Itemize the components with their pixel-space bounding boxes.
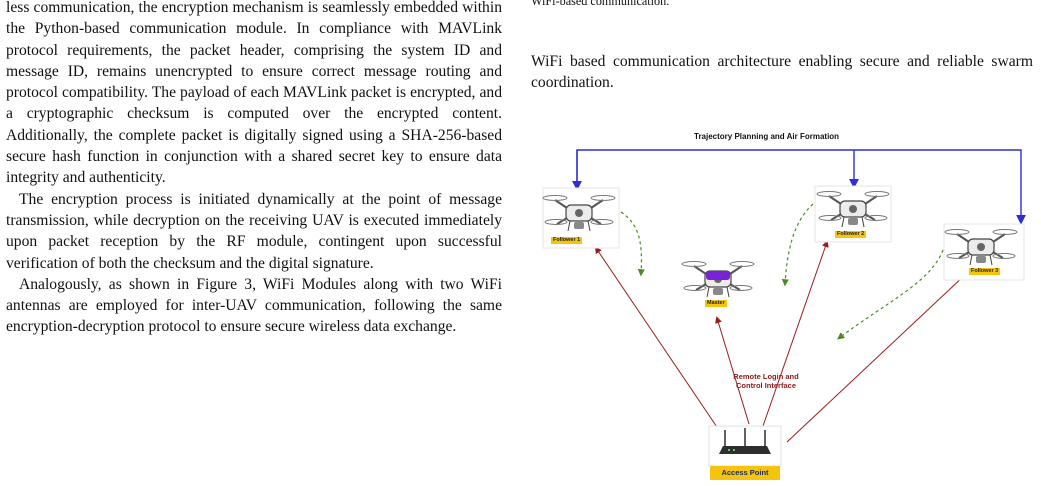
paragraph-2: The encryption process is initiated dyna… (6, 190, 502, 272)
drone-label-master: Master (705, 300, 727, 307)
control-lines (594, 240, 968, 443)
body-text-column: less communication, the encryption mecha… (6, 0, 502, 338)
drone-label-follower-2: Follower 2 (835, 231, 867, 238)
access-point-device (708, 425, 782, 467)
formation-lines (572, 149, 1026, 225)
figure-caption: WiFi based communication architecture en… (531, 53, 1033, 92)
remote-login-label: Remote Login and Control Interface (733, 372, 799, 390)
paragraph-1: less communication, the encryption mecha… (6, 0, 502, 187)
drone-label-follower-1: Follower 1 (551, 237, 583, 244)
access-point-label: Access Point (710, 466, 780, 480)
dashed-links (620, 203, 944, 340)
communication-architecture-figure: Trajectory Planning and Air Formation Fo… (531, 124, 1041, 486)
drone-master (681, 260, 755, 298)
caption-fragment: WiFi-based communication. (531, 0, 670, 8)
architecture-diagram (542, 149, 1026, 467)
diagram-title: Trajectory Planning and Air Formation (694, 132, 840, 141)
paragraph-3: Analogously, as shown in Figure 3, WiFi … (6, 275, 502, 336)
drone-label-follower-3: Follower 3 (969, 268, 1001, 275)
